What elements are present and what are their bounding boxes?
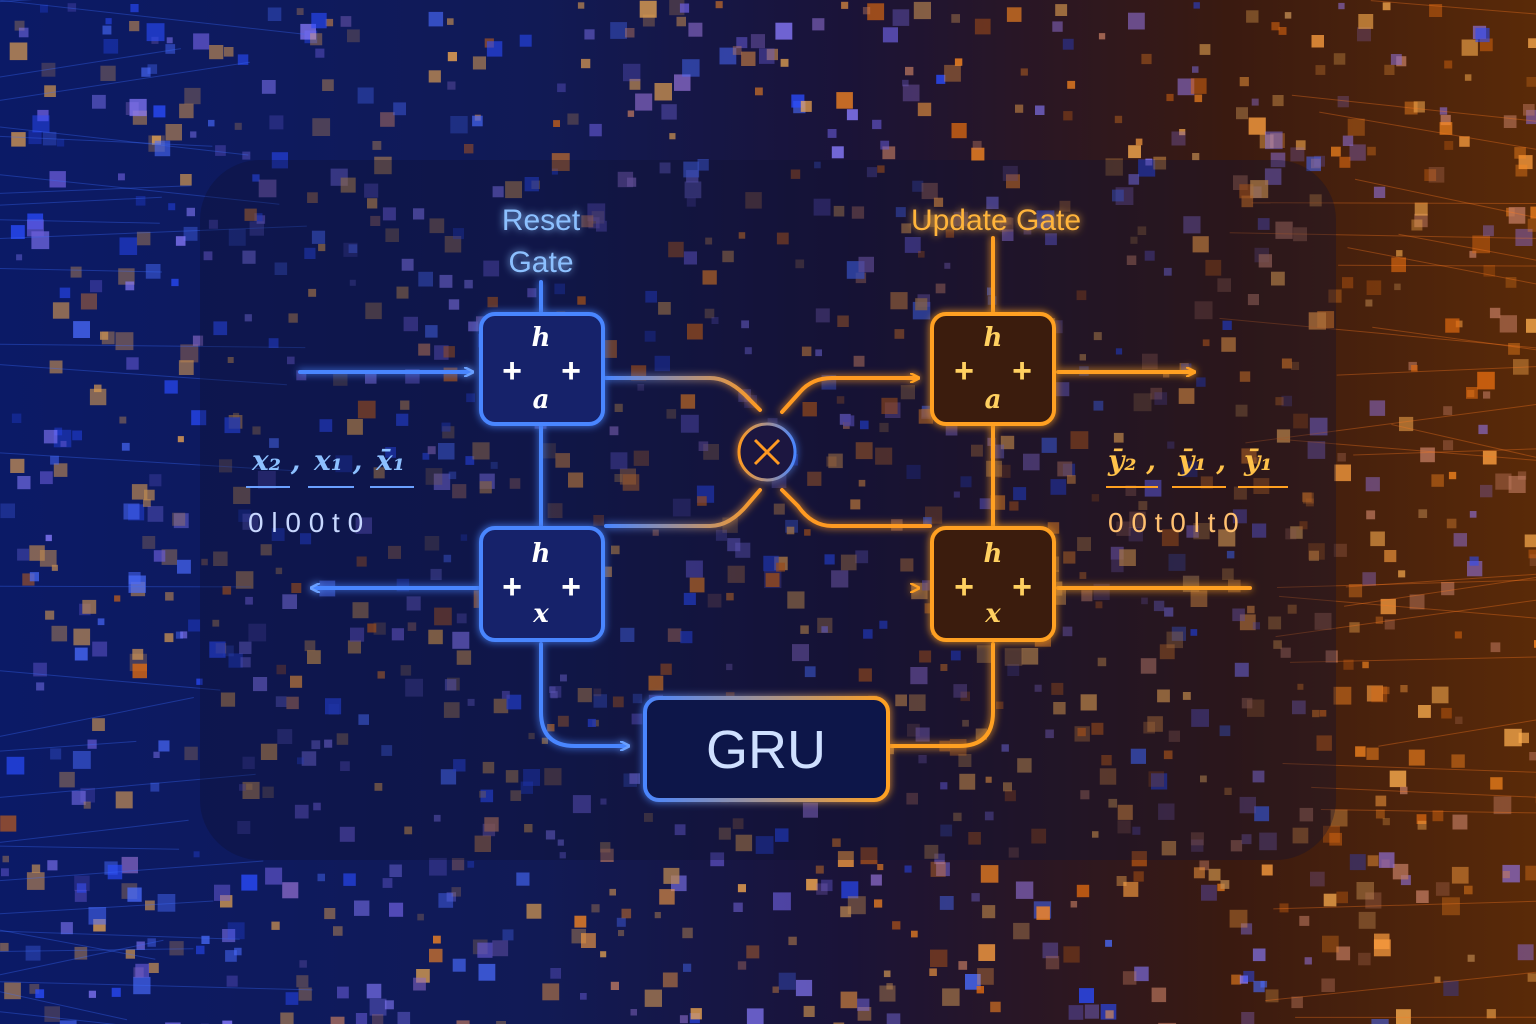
cross-curve-a [604, 376, 762, 412]
update-gate-label: Update Gate [911, 204, 1081, 237]
update-bottom-plus-left: + [954, 568, 974, 606]
update-top-a: a [985, 385, 1002, 415]
update-top-cell [930, 312, 1056, 426]
output-var-1: ȳ₁ , [1177, 444, 1226, 477]
update-bottom-cell [930, 526, 1056, 642]
reset-bottom-x: x [532, 599, 549, 629]
reset-bottom-cell [479, 526, 605, 642]
input-sequence: x₂ , x₁ , x̄₁ 0 l 0 0 t 0 [246, 444, 414, 538]
output-sequence: ȳ₂ , ȳ₁ , ȳ₁ 0 0 t 0 l t 0 [1106, 444, 1288, 538]
update-top-h: h [984, 323, 1003, 353]
reset-top-h: h [532, 323, 551, 353]
reset-bottom-h: h [532, 539, 551, 569]
reset-gate-label-line1: Reset [502, 204, 581, 237]
reset-to-gru [539, 642, 630, 746]
update-top-plus-right: + [1012, 352, 1032, 390]
reset-bottom-plus-left: + [502, 568, 522, 606]
reset-top-plus-right: + [561, 352, 581, 390]
output-bits: 0 0 t 0 l t 0 [1108, 507, 1239, 538]
input-bits: 0 l 0 0 t 0 [248, 507, 363, 538]
reset-top-a: a [533, 385, 550, 415]
output-var-2: ȳ₁ [1243, 444, 1273, 477]
update-bottom-plus-right: + [1012, 568, 1032, 606]
update-bottom-x: x [984, 599, 1001, 629]
input-var-1: x₁ , [313, 444, 362, 477]
gru-label: GRU [706, 720, 826, 780]
multiply-node [737, 422, 797, 482]
input-var-2: x̄₁ [375, 444, 405, 477]
input-var-0: x₂ , [251, 444, 300, 477]
cross-curve-d [780, 488, 932, 528]
update-bottom-h: h [984, 539, 1003, 569]
cross-curve-b [780, 378, 920, 414]
reset-bottom-plus-right: + [561, 568, 581, 606]
reset-top-cell [479, 312, 605, 426]
update-to-gru [888, 642, 995, 748]
gru-box [643, 696, 890, 802]
output-var-0: ȳ₂ , [1107, 444, 1156, 477]
update-top-plus-left: + [954, 352, 974, 390]
reset-top-plus-left: + [502, 352, 522, 390]
reset-gate-label-line2: Gate [508, 246, 573, 279]
cross-curve-c [604, 488, 762, 528]
